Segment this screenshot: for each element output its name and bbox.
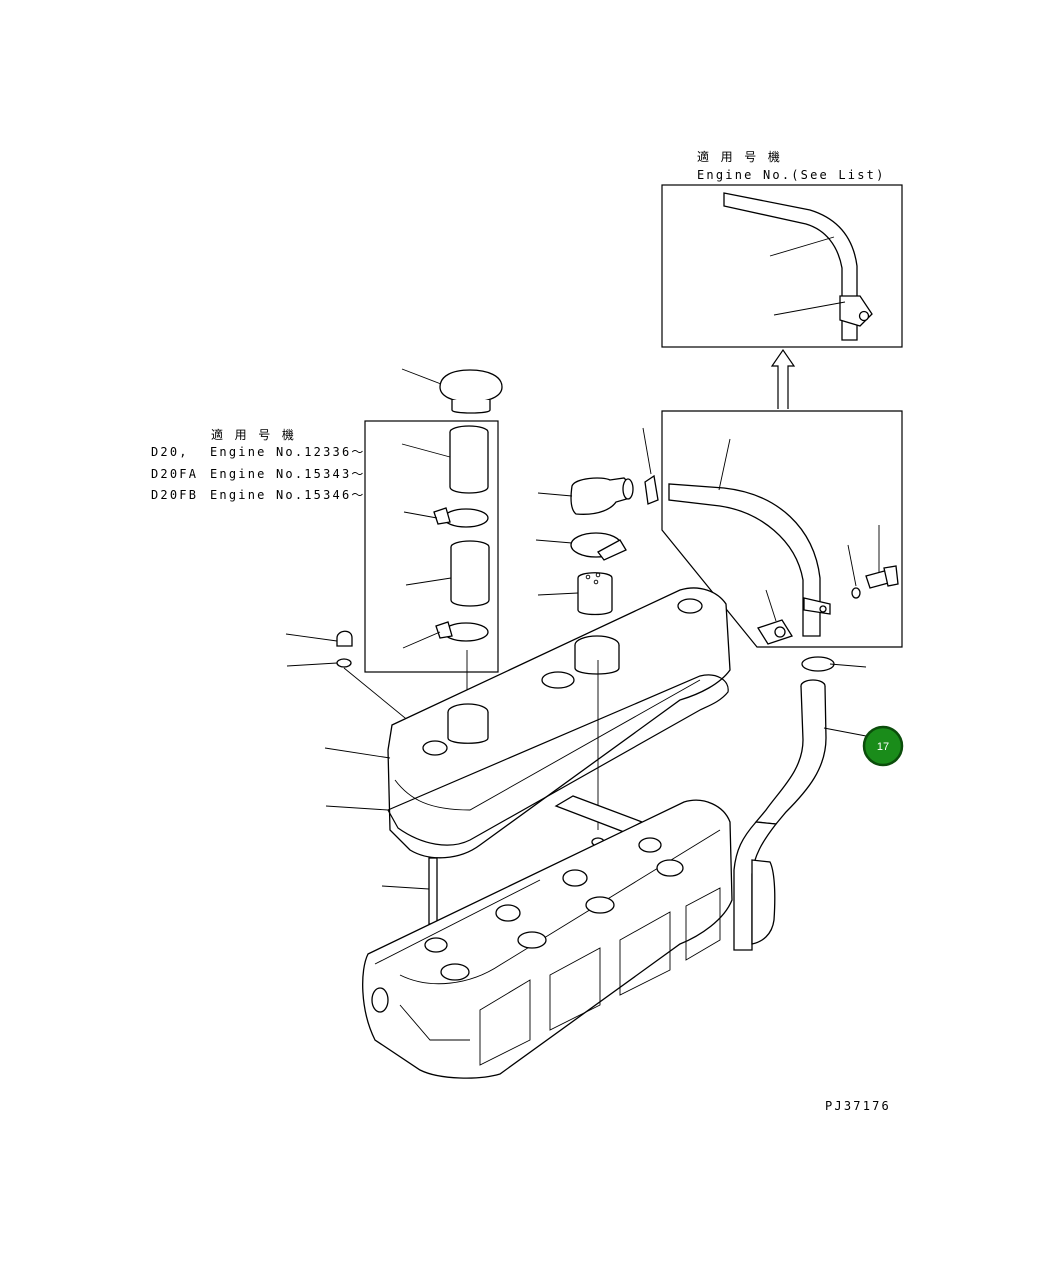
breather-hose (733, 656, 867, 951)
cylinder-head-cover (324, 587, 731, 859)
left-note-row-model: D20, (151, 445, 189, 459)
callout-number[interactable]: 17 (877, 741, 889, 753)
head-cover-gasket (325, 674, 729, 846)
left-note-title: 適 用 号 機 (211, 427, 296, 442)
applicability-table: D20, Engine No.12336～ D20FA Engine No.15… (151, 445, 366, 502)
top-note-title: 適 用 号 機 (697, 149, 782, 164)
left-note-row-model: D20FA (151, 467, 198, 481)
left-note-row-engine: Engine No.15343～ (210, 467, 366, 481)
callout-17[interactable]: 17 (862, 725, 904, 767)
cylinder-head (362, 799, 733, 1079)
breather-elbow (537, 477, 634, 515)
detail-box-top (661, 184, 903, 348)
top-note-subtitle: Engine No.(See List) (697, 168, 886, 182)
breather-element (537, 572, 613, 616)
stud-bolt (381, 857, 438, 925)
left-note-row-engine: Engine No.12336～ (210, 445, 366, 459)
oil-filler-cap (401, 368, 503, 414)
detail-box-left (364, 420, 499, 700)
small-clamp (642, 427, 659, 505)
hose-clamp (535, 532, 627, 561)
left-note-row-engine: Engine No.15346～ (210, 488, 366, 502)
change-arrow (770, 348, 796, 409)
drawing-code: PJ37176 (825, 1099, 891, 1113)
detail-box-middle (661, 410, 903, 648)
callout-circle[interactable] (862, 725, 904, 767)
left-note-row-model: D20FB (151, 488, 198, 502)
